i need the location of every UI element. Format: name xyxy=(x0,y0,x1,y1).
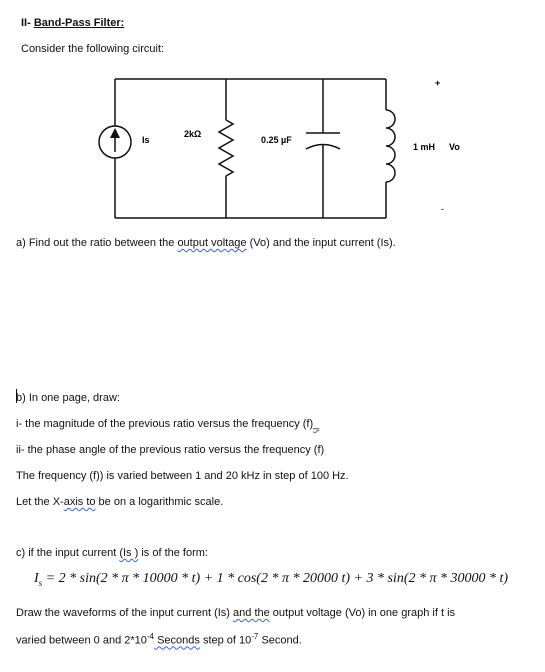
intro-text: Consider the following circuit: xyxy=(21,43,165,55)
xaxis-scale-text: Let the X-axis to be on a logarithmic sc… xyxy=(16,496,223,508)
input-current-formula: Is = 2 * sin(2 * π * 10000 * t) + 1 * co… xyxy=(34,571,508,588)
formula-rhs: = 2 * sin(2 * π * 10000 * t) + 1 * cos(2… xyxy=(42,571,509,586)
draw-text-start: Draw the waveforms of the input current … xyxy=(16,607,234,619)
output-label: Vo xyxy=(449,142,460,152)
part-b-heading: b) In one page, draw: xyxy=(16,392,120,404)
capacitor-label: 0.25 µF xyxy=(261,135,292,145)
step-exponent: -7 xyxy=(251,632,259,641)
circuit-diagram: Is 2kΩ 0.25 µF 1 mH Vo + - xyxy=(98,78,460,219)
inductor-label: 1 mH xyxy=(413,142,435,152)
capacitor-plate-bottom xyxy=(305,143,341,150)
formula-lhs: I xyxy=(34,571,39,586)
section-heading: Band-Pass Filter: xyxy=(33,17,125,29)
current-source-symbol xyxy=(98,125,132,159)
time-range-text: varied between 0 and 2*10-4 Seconds step… xyxy=(16,632,302,647)
part-c-text-start: c) if the input current xyxy=(16,547,120,559)
xaxis-text-end: be on a logarithmic scale. xyxy=(95,496,224,508)
formula-subscript: s xyxy=(38,577,43,588)
range-text-end: Second. xyxy=(258,634,302,647)
is-link: (Is ) xyxy=(119,547,139,559)
and-the-link: and the xyxy=(233,607,270,619)
frequency-range-text: The frequency (f)) is varied between 1 a… xyxy=(16,470,349,482)
range-text-start: varied between 0 and 2*10 xyxy=(16,634,147,647)
item-i-mark: _ xyxy=(313,418,320,430)
plus-sign: + xyxy=(435,78,440,88)
section-title: II- Band-Pass Filter: xyxy=(21,17,124,29)
part-a: a) Find out the ratio between the output… xyxy=(16,237,396,249)
draw-text-end: output voltage (Vo) in one graph if t is xyxy=(269,607,456,619)
range-exponent: -4 xyxy=(146,632,155,641)
inductor-symbol xyxy=(385,109,396,183)
minus-sign: - xyxy=(441,204,444,214)
source-label: Is xyxy=(142,135,150,145)
current-source-arrow-head xyxy=(110,128,120,138)
output-voltage-link: output voltage xyxy=(177,237,247,249)
range-text-mid: step of 10 xyxy=(199,634,252,647)
part-b-item-i: i- the magnitude of the previous ratio v… xyxy=(16,418,319,430)
resistor-label: 2kΩ xyxy=(184,129,201,139)
item-i-text: i- the magnitude of the previous ratio v… xyxy=(16,418,314,430)
text-cursor xyxy=(16,389,17,403)
resistor-symbol xyxy=(217,119,235,177)
part-c-text-end: is of the form: xyxy=(138,547,208,559)
section-number: II- xyxy=(21,17,31,29)
part-a-text-start: a) Find out the ratio between the xyxy=(16,237,178,249)
xaxis-link: axis to xyxy=(63,496,96,508)
part-c-heading: c) if the input current (Is ) is of the … xyxy=(16,547,208,559)
draw-instruction: Draw the waveforms of the input current … xyxy=(16,607,455,619)
part-a-text-end: (Vo) and the input current (Is). xyxy=(246,237,396,249)
seconds-link: Seconds xyxy=(154,634,200,647)
part-b-item-ii: ii- the phase angle of the previous rati… xyxy=(16,444,325,456)
xaxis-text-start: Let the X- xyxy=(16,496,64,508)
